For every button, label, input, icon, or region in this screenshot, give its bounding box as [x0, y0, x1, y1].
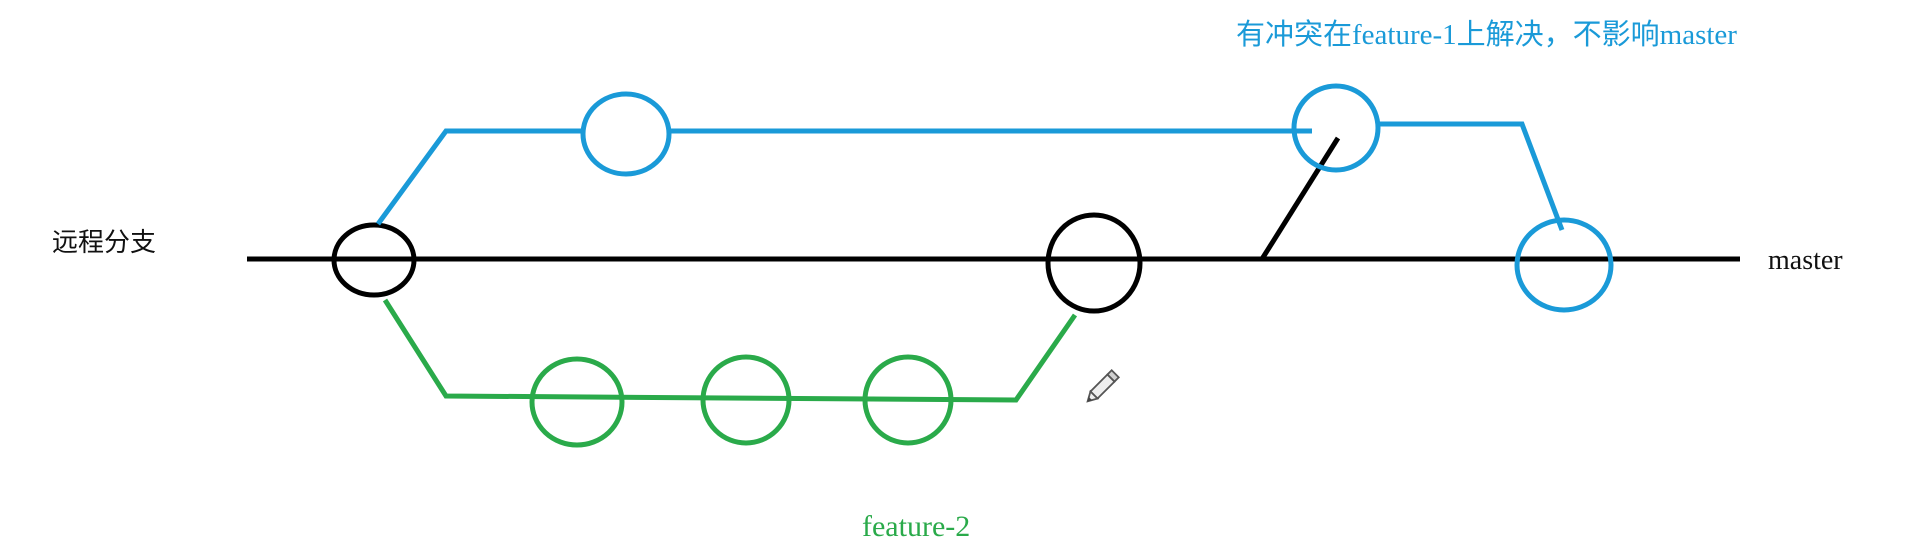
feature2-commit-1: [529, 356, 625, 448]
feature2-commit-3: [862, 354, 954, 446]
feature1-note: 有冲突在feature-1上解决，不影响master: [1236, 18, 1737, 51]
master-label: master: [1768, 245, 1843, 276]
feature1-commit-1: [580, 91, 672, 177]
feature1-branch-line: [375, 128, 1312, 226]
master-commit-2: [1045, 212, 1143, 314]
feature2-commit-2: [700, 354, 792, 446]
pencil-icon: [1086, 368, 1121, 403]
remote-branch-label: 远程分支: [52, 228, 156, 258]
feature1-commit-2: [1291, 83, 1381, 173]
feature2-branch-line: [382, 298, 1078, 403]
feature2-label: feature-2: [862, 510, 970, 543]
master-commit-1: [331, 222, 417, 298]
feature1-merged-commit: [1514, 217, 1614, 313]
merge-line-master-to-feature1: [1259, 136, 1341, 261]
feature1-merge-line: [1376, 121, 1565, 231]
